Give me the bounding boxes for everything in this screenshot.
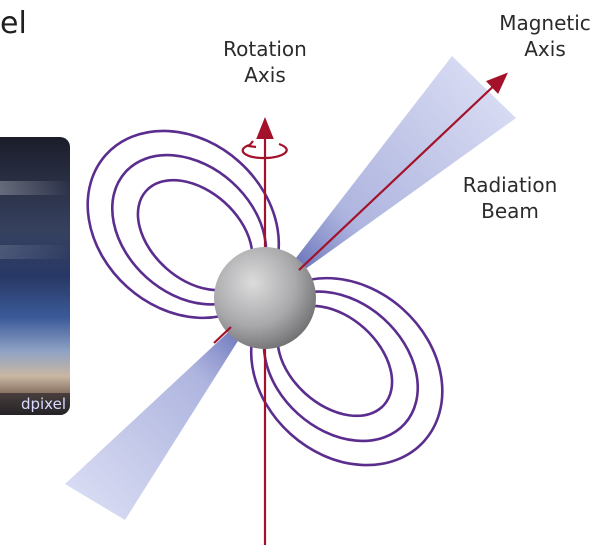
magnetic-axis-label-line2: Axis <box>524 37 566 61</box>
magnetic-axis-line <box>298 72 508 271</box>
photo-streak <box>0 245 70 259</box>
photo-streak <box>0 181 70 195</box>
night-sky-photo: dpixel <box>0 137 70 415</box>
radiation-beam-upper <box>265 56 516 298</box>
radiation-beam-lower <box>65 298 265 520</box>
radiation-beam-label-line1: Radiation <box>462 173 558 197</box>
rotation-direction-icon <box>241 140 288 160</box>
heading-fragment: el <box>0 6 27 41</box>
neutron-star <box>214 247 316 349</box>
rotation-axis-label: Rotation Axis <box>212 36 318 88</box>
photo-credit: dpixel <box>0 393 70 415</box>
rotation-axis-label-line2: Axis <box>244 63 286 87</box>
magnetic-axis-label: Magnetic Axis <box>490 10 600 62</box>
radiation-beam-label: Radiation Beam <box>452 172 568 224</box>
radiation-beam-label-line2: Beam <box>481 199 539 223</box>
magnetic-axis-label-line1: Magnetic <box>499 11 591 35</box>
magnetic-field-lines <box>86 129 444 467</box>
rotation-axis-label-line1: Rotation <box>223 37 307 61</box>
magnetic-axis-lower <box>213 326 232 344</box>
